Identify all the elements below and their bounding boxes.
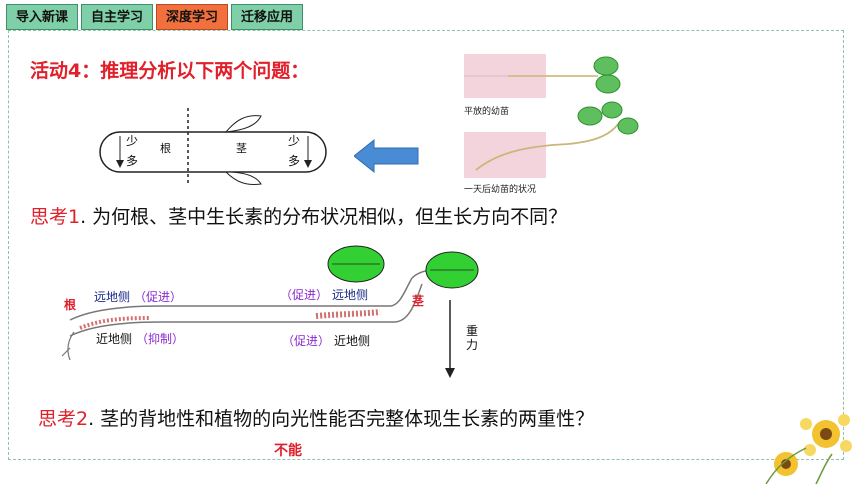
schematic-left-few: 少 — [126, 134, 139, 148]
tab-self-study[interactable]: 自主学习 — [81, 4, 154, 30]
tab-deep-study[interactable]: 深度学习 — [156, 4, 229, 30]
nav-tabs: 导入新课 自主学习 深度学习 迁移应用 — [6, 4, 304, 30]
think2-text: . 茎的背地性和植物的向光性能否完整体现生长素的两重性？ — [88, 408, 595, 430]
activity-title: 活动4：推理分析以下两个问题： — [30, 60, 310, 82]
answer-text: 不能 — [274, 443, 302, 459]
seedling-schematic: 少 多 根 茎 少 多 — [86, 106, 338, 190]
schematic-root-label: 根 — [160, 142, 171, 155]
schematic-left-many: 多 — [126, 154, 139, 168]
diagram-stem-label: 茎 — [412, 294, 425, 308]
near-side-left: 近地侧 — [96, 332, 133, 346]
schematic-stem-label: 茎 — [236, 142, 247, 155]
schematic-right-many: 多 — [288, 154, 301, 168]
photo-caption-top: 平放的幼苗 — [464, 107, 510, 117]
tab-application[interactable]: 迁移应用 — [231, 4, 304, 30]
schematic-right-few: 少 — [288, 134, 301, 148]
content-frame — [8, 30, 844, 460]
gravity-label-1: 重 — [466, 324, 479, 338]
think2-lead: 思考2 — [38, 408, 89, 430]
seedling-schematic-svg — [99, 108, 327, 186]
far-side-right: 远地侧 — [332, 288, 369, 302]
left-arrow-icon — [353, 138, 420, 178]
diagram-root-label: 根 — [64, 298, 77, 312]
flower-decoration-icon — [756, 388, 860, 488]
think2-question: 思考2. 茎的背地性和植物的向光性能否完整体现生长素的两重性？ — [38, 404, 594, 431]
seedling-photo: 平放的幼苗 一天后幼苗的状况 — [458, 52, 654, 198]
think1-lead: 思考1 — [30, 206, 81, 228]
think1-question: 思考1. 为何根、茎中生长素的分布状况相似，但生长方向不同？ — [30, 202, 567, 229]
inhibit-left: （抑制） — [136, 332, 185, 346]
promote-right-top: （促进） — [280, 288, 329, 302]
promote-left: （促进） — [134, 290, 183, 304]
gravity-label-2: 力 — [466, 338, 479, 352]
tab-intro[interactable]: 导入新课 — [6, 4, 79, 30]
think1-text: . 为何根、茎中生长素的分布状况相似，但生长方向不同？ — [80, 206, 568, 228]
near-side-right: 近地侧 — [334, 334, 371, 348]
far-side-left: 远地侧 — [94, 290, 131, 304]
photo-caption-bottom: 一天后幼苗的状况 — [464, 185, 537, 195]
root-stem-diagram — [60, 240, 484, 382]
promote-right-bottom: （促进） — [282, 334, 331, 348]
gravity-arrow-icon — [444, 300, 456, 382]
